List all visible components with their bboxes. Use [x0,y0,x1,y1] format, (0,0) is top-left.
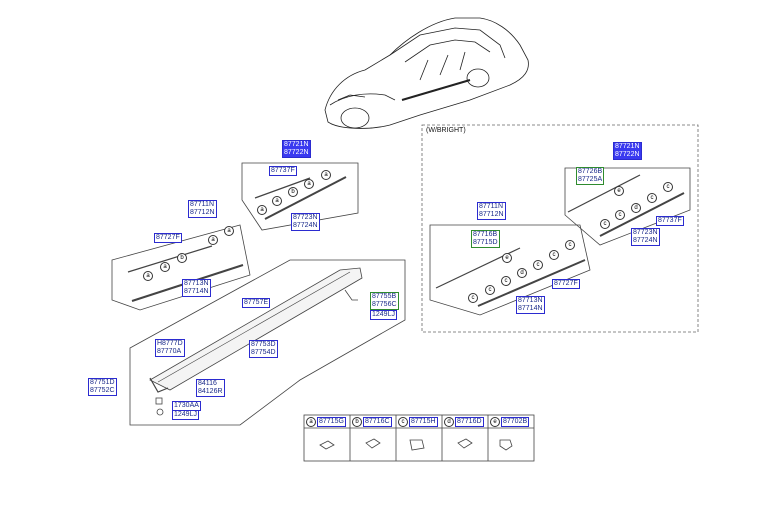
marker-a: a [208,235,218,245]
part-number: 87721N [615,143,640,150]
marker-c: c [600,219,610,229]
marker-a: a [272,196,282,206]
marker-a: a [143,271,153,281]
part-number: 87752C [90,387,115,394]
label-87727f-left[interactable]: 87727F [154,233,182,243]
part-number: 87715D [473,239,498,246]
part-number: 87751D [90,379,115,386]
part-number: 87711N [479,203,504,210]
part-number: 87725A [578,176,603,183]
part-number: 87753D [251,341,276,348]
part-number: 87726B [578,168,603,175]
label-87727f-bright[interactable]: 87727F [552,279,580,289]
part-number: 87721N [284,141,309,148]
part-number: 87724N [633,237,658,244]
legend-letter-d: d [444,417,454,427]
marker-c: c [565,240,575,250]
marker-c: c [663,182,673,192]
marker-a: a [321,170,331,180]
part-number: 87712N [479,211,504,218]
part-number: 87722N [284,149,309,156]
legend-code-e[interactable]: 87702B [501,417,530,427]
part-number: 87712N [190,209,215,216]
legend-code-c[interactable]: 87715H [409,417,438,427]
bright-upper-group [564,167,691,246]
label-87723n-top[interactable]: 87723N 87724N [291,213,320,231]
part-number: 87723N [633,229,658,236]
part-number: 87714N [184,288,209,295]
label-87737f-top[interactable]: 87737F [269,166,297,176]
marker-d: d [631,203,641,213]
legend-code-b[interactable]: 87716C [363,417,392,427]
label-87711n-bright[interactable]: 87711N 87712N [477,202,506,220]
legend-letter-b: b [352,417,362,427]
label-87721n-top[interactable]: 87721N 87722N [282,140,311,158]
bright-option-note: (W/BRIGHT) [426,127,466,134]
label-87751d[interactable]: 87751D 87752C [88,378,117,396]
part-number: 87770A [157,348,182,355]
marker-a: a [257,205,267,215]
legend-letter-e: e [490,417,500,427]
part-number: 87713N [518,297,543,304]
marker-e: e [614,186,624,196]
part-number: 87714N [518,305,543,312]
label-1249lj-upper[interactable]: 1249LJ [370,310,397,320]
side-sill-group [129,259,406,426]
marker-e: e [502,253,512,263]
bright-lower-group [429,224,591,316]
label-87757e[interactable]: 87757E [242,298,271,308]
marker-c: c [501,276,511,286]
label-87713n-left[interactable]: 87713N 87714N [182,279,211,297]
marker-c: c [615,210,625,220]
label-87721n-bright[interactable]: 87721N 87722N [613,142,642,160]
part-number: 87713N [184,280,209,287]
part-number: 87755B [372,293,397,300]
label-87753d[interactable]: 87753D 87754D [249,340,278,358]
bright-frame [421,124,699,333]
label-h8777d[interactable]: H8777D 87770A [155,339,185,357]
marker-c: c [468,293,478,303]
part-number: 87722N [615,151,640,158]
part-number: H8777D [157,340,183,347]
marker-c: c [533,260,543,270]
part-number: 87756C [372,301,397,308]
marker-b: b [177,253,187,263]
car-illustration [324,17,529,129]
label-87737f-bright[interactable]: 87737F [656,216,684,226]
label-87711n-left[interactable]: 87711N 87712N [188,200,217,218]
marker-d: d [517,268,527,278]
label-87726b[interactable]: 87726B 87725A [576,167,605,185]
marker-c: c [647,193,657,203]
label-1249lj-lower[interactable]: 1249LJ [172,410,199,420]
label-84116[interactable]: 84116 84126R [196,379,225,397]
part-number: 87711N [190,201,215,208]
label-87716b[interactable]: 87716B 87715D [471,230,500,248]
part-number: 87724N [293,222,318,229]
legend-letter-c: c [398,417,408,427]
label-87713n-bright[interactable]: 87713N 87714N [516,296,545,314]
marker-c: c [485,285,495,295]
part-number: 87716B [473,231,498,238]
legend-code-a[interactable]: 87715G [317,417,346,427]
marker-a: a [224,226,234,236]
legend-letter-a: a [306,417,316,427]
marker-c: c [549,250,559,260]
part-number: 84126R [198,388,223,395]
label-87723n-bright[interactable]: 87723N 87724N [631,228,660,246]
part-number: 87723N [293,214,318,221]
marker-b: b [288,187,298,197]
fastener-legend-table [303,414,535,462]
legend-code-d[interactable]: 87716D [455,417,484,427]
marker-a: a [304,179,314,189]
label-87755b[interactable]: 87755B 87756C [370,292,399,310]
part-number: 84116 [198,380,217,387]
part-number: 87754D [251,349,276,356]
marker-a: a [160,262,170,272]
